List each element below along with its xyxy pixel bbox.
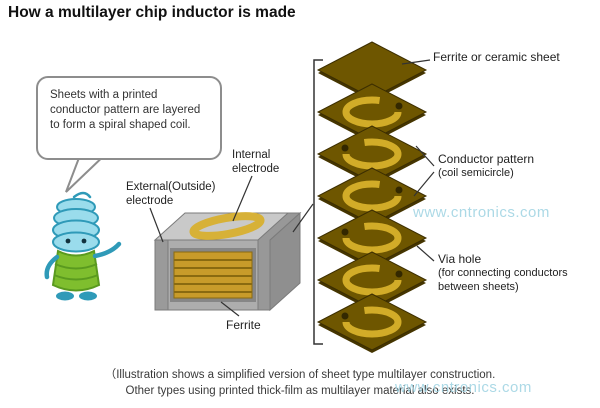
leader-line-conductor-lower (413, 171, 435, 197)
label-ferrite-sheet: Ferrite or ceramic sheet (433, 50, 560, 64)
leader-line-internal-electrode (232, 175, 253, 222)
leader-line-via-hole (416, 245, 435, 262)
footnote: （Illustration shows a simplified version… (104, 369, 496, 397)
chip-inductor-illustration (153, 211, 302, 312)
leader-line-ferrite-sheet (401, 59, 431, 65)
speech-bubble-text: Sheets with a printed conductor pattern … (50, 89, 201, 131)
conductor-sheet (316, 167, 428, 227)
leader-line-ferrite (220, 301, 240, 317)
page-title: How a multilayer chip inductor is made (8, 4, 296, 21)
ferrite-sheet (316, 41, 428, 101)
leader-line-chip-to-stack (292, 203, 314, 233)
leader-line-external-electrode (149, 207, 164, 243)
conductor-sheet (316, 293, 428, 353)
conductor-sheet (316, 251, 428, 311)
label-conductor-pattern: Conductor pattern (coil semicircle) (438, 152, 535, 179)
conductor-sheet (316, 209, 428, 269)
sheet-stack (316, 41, 428, 353)
label-ferrite: Ferrite (226, 318, 261, 332)
speech-bubble: Sheets with a printed conductor pattern … (36, 76, 222, 160)
watermark-text: www.cntronics.com (413, 204, 550, 221)
stack-bracket (313, 59, 323, 345)
watermark-text: www.cntronics.com (395, 379, 532, 396)
leader-line-conductor-upper (415, 145, 435, 167)
label-external-electrode: External(Outside) electrode (126, 181, 216, 208)
label-via-hole: Via hole (for connecting conductors betw… (438, 252, 568, 293)
coil-mascot-icon (44, 191, 122, 301)
label-internal-electrode: Internal electrode (232, 149, 280, 176)
conductor-sheet (316, 83, 428, 143)
